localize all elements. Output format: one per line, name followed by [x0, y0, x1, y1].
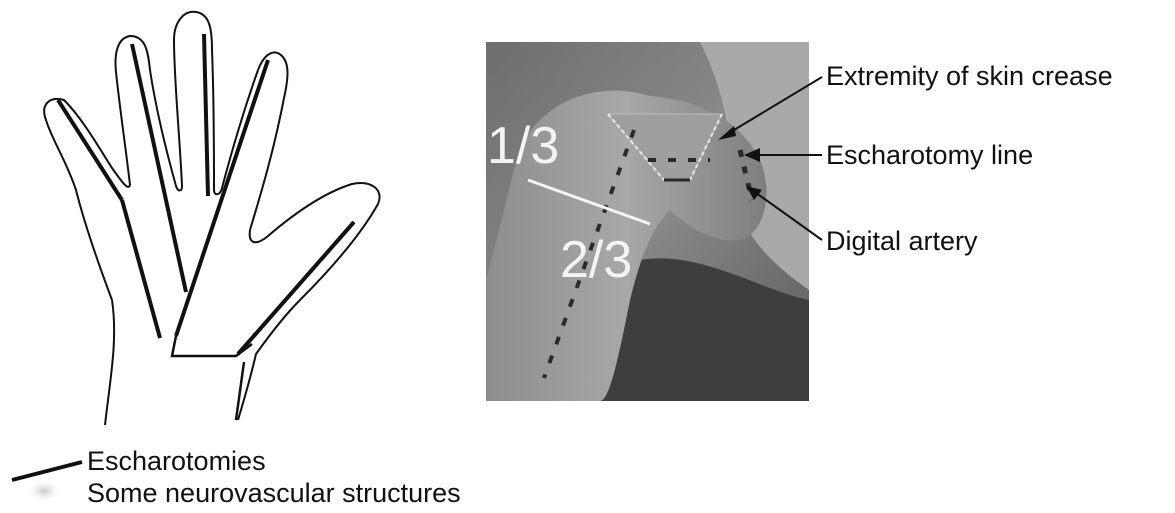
legend-neurovascular-swatch — [26, 479, 62, 503]
legend-neurovascular-label: Some neurovascular structures — [87, 478, 461, 508]
escharotomy-line-ring — [204, 34, 208, 196]
legend-escharotomies-label: Escharotomies — [87, 446, 266, 476]
legend-escharotomy-swatch — [12, 462, 82, 480]
annotation-digital-artery: Digital artery — [826, 226, 978, 256]
annotation-escharotomy-line: Escharotomy line — [826, 140, 1033, 170]
photo-label-one-third: 1/3 — [487, 118, 559, 174]
photo-label-two-thirds: 2/3 — [560, 232, 632, 288]
finger-photo — [486, 42, 809, 401]
escharotomy-line-index-left — [58, 100, 122, 200]
legend-symbols — [12, 462, 82, 503]
hand-diagram — [44, 12, 379, 425]
escharotomy-line-middle — [132, 44, 186, 292]
palm-crease — [172, 336, 252, 356]
escharotomy-line-little — [176, 60, 268, 336]
hand-outline — [44, 12, 379, 425]
escharotomy-line-palm-left — [122, 200, 160, 338]
annotation-skin-crease: Extremity of skin crease — [826, 61, 1113, 91]
